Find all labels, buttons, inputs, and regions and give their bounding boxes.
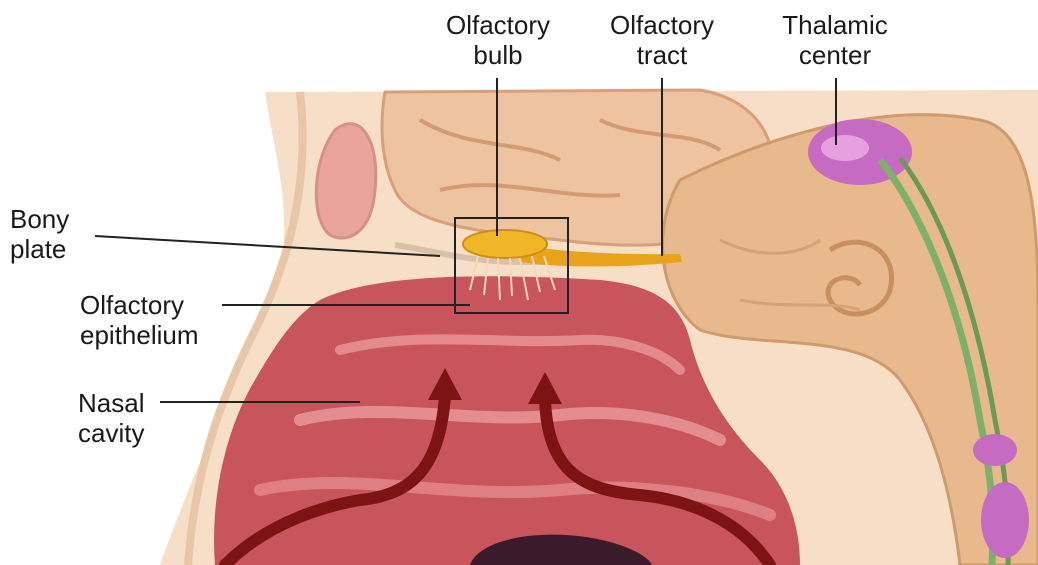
thalamic-center-highlight [821,135,869,161]
brainstem-nucleus-2 [981,482,1029,558]
brainstem-nucleus-1 [973,434,1017,466]
olfactory-epithelium-label: Olfactory epithelium [80,290,260,350]
olfactory-epithelium-label-line1: Olfactory [80,290,260,320]
thalamic-center-label: Thalamic center [760,10,910,70]
olfactory-tract-label: Olfactory tract [592,10,732,70]
olfactory-tract-label-line2: tract [592,40,732,70]
nasal-cavity-label-line2: cavity [78,418,188,448]
olfactory-epithelium-label-line2: epithelium [80,320,260,350]
olfactory-bulb-label-line2: bulb [428,40,568,70]
olfactory-tract-label-line1: Olfactory [592,10,732,40]
thalamic-center-label-line1: Thalamic [760,10,910,40]
nasal-cavity-label-line1: Nasal [78,388,188,418]
olfactory-bulb-label: Olfactory bulb [428,10,568,70]
bony-plate-label: Bony plate [10,204,130,264]
olfactory-bulb-label-line1: Olfactory [428,10,568,40]
nasal-cavity-label: Nasal cavity [78,388,188,448]
thalamic-center-label-line2: center [760,40,910,70]
olfactory-bulb-shape [463,230,547,258]
bony-plate-label-line1: Bony [10,204,130,234]
bony-plate-label-line2: plate [10,234,130,264]
